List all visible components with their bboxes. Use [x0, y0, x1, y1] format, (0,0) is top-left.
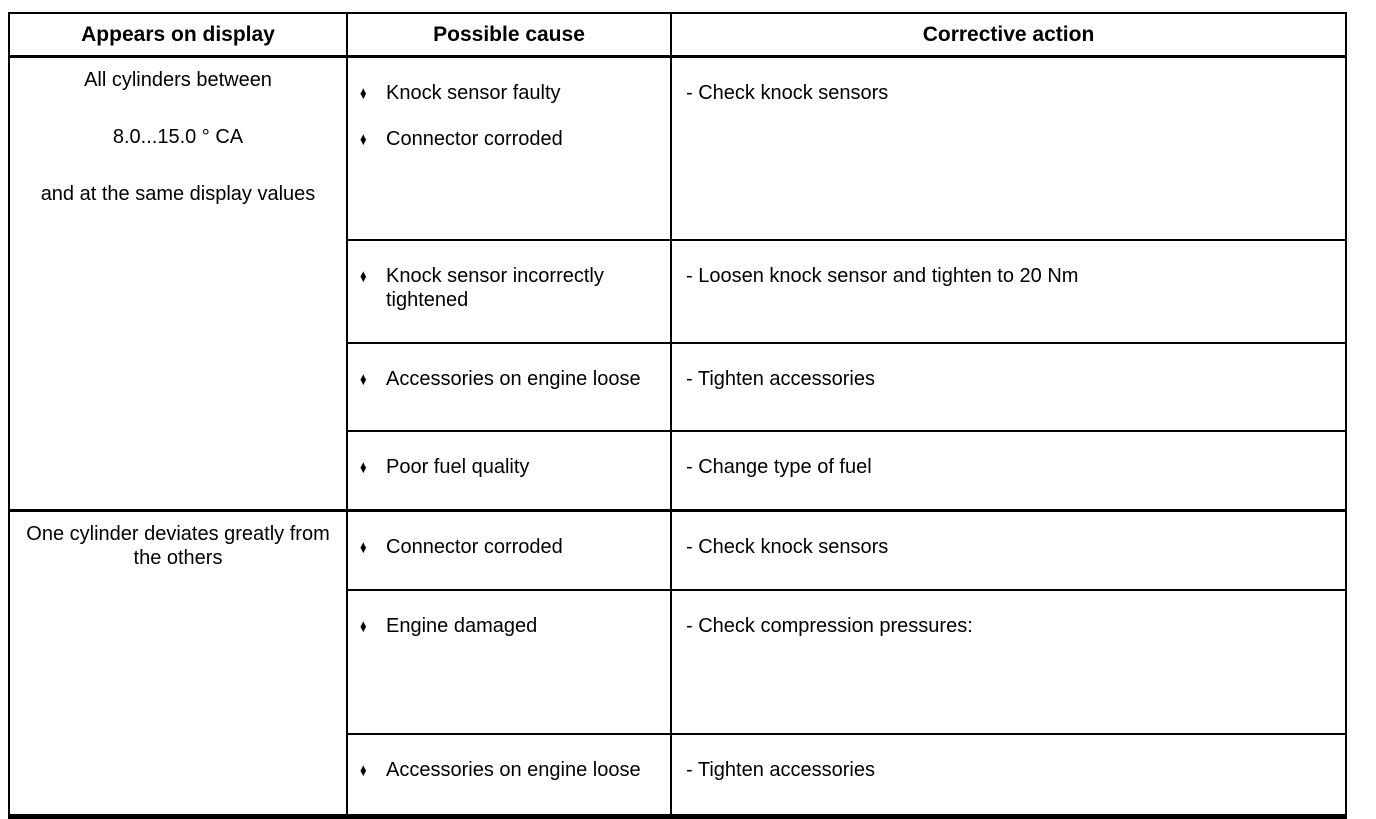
- display-line: All cylinders between: [84, 69, 272, 91]
- page: Appears on display Possible cause Correc…: [8, 12, 1347, 819]
- header-row: Appears on display Possible cause Correc…: [8, 12, 1347, 58]
- cause-cell: ♦ Knock sensor incorrectly tightened: [346, 238, 672, 344]
- display-line: 8.0...15.0 ° CA: [112, 126, 244, 148]
- cause-cell: ♦ Connector corroded: [346, 508, 672, 591]
- action-cell: - Change type of fuel: [670, 429, 1347, 511]
- action-cell: - Loosen knock sensor and tighten to 20 …: [670, 238, 1347, 344]
- action-cell: - Check knock sensors: [670, 55, 1347, 241]
- display-cell-all-cylinders: All cylinders between 8.0...15.0 ° CA an…: [8, 55, 348, 511]
- cause-item: ♦ Connector corroded: [360, 535, 662, 559]
- cause-item: ♦ Knock sensor faulty: [360, 81, 662, 105]
- cause-cell: ♦ Knock sensor faulty ♦ Connector corrod…: [346, 55, 672, 241]
- action-cell: - Tighten accessories: [670, 341, 1347, 432]
- display-line: One cylinder deviates greatly from the o…: [26, 522, 330, 569]
- cause-cell: ♦ Accessories on engine loose: [346, 341, 672, 432]
- bullet-icon: ♦: [360, 129, 367, 149]
- cause-cell: ♦ Poor fuel quality: [346, 429, 672, 511]
- cause-text: Poor fuel quality: [386, 455, 530, 478]
- cause-text: Knock sensor faulty: [386, 82, 561, 104]
- bullet-icon: ♦: [360, 265, 367, 286]
- column-header-possible-cause: Possible cause: [346, 12, 672, 58]
- action-cell: - Check knock sensors: [670, 508, 1347, 591]
- table-row: ♦ Engine damaged - Check compression pre…: [9, 588, 1347, 735]
- cause-item: ♦ Connector corroded: [360, 127, 662, 151]
- table-row: All cylinders between 8.0...15.0 ° CA an…: [8, 55, 1347, 511]
- bullet-icon: ♦: [360, 536, 367, 557]
- cause-item: ♦ Accessories on engine loose: [360, 758, 662, 782]
- cause-text: Accessories on engine loose: [386, 367, 641, 390]
- action-cell: - Check compression pressures:: [670, 588, 1347, 735]
- cause-cell: ♦ Engine damaged: [346, 588, 672, 735]
- display-cell-one-cylinder: One cylinder deviates greatly from the o…: [8, 508, 348, 818]
- bullet-icon: ♦: [360, 759, 367, 780]
- column-header-appears-on-display: Appears on display: [8, 12, 348, 58]
- cause-item: ♦ Knock sensor incorrectly tightened: [360, 264, 662, 312]
- bullet-icon: ♦: [360, 456, 367, 477]
- cause-item: ♦ Accessories on engine loose: [360, 367, 662, 391]
- cause-item: ♦ Poor fuel quality: [360, 455, 662, 479]
- bullet-icon: ♦: [360, 368, 367, 389]
- column-header-corrective-action: Corrective action: [670, 12, 1347, 58]
- bullet-icon: ♦: [360, 615, 367, 636]
- cause-item: ♦ Engine damaged: [360, 614, 662, 638]
- table-row: ♦ Knock sensor incorrectly tightened - L…: [9, 238, 1347, 344]
- bullet-icon: ♦: [360, 83, 367, 103]
- action-cell: - Tighten accessories: [670, 732, 1347, 818]
- table-row: One cylinder deviates greatly from the o…: [8, 508, 1347, 818]
- cause-text: Accessories on engine loose: [386, 758, 641, 781]
- cause-cell: ♦ Accessories on engine loose: [346, 732, 672, 818]
- troubleshooting-table: Appears on display Possible cause Correc…: [8, 12, 1347, 819]
- cause-text: Connector corroded: [386, 128, 563, 150]
- table-row: ♦ Accessories on engine loose - Tighten …: [9, 341, 1347, 432]
- cause-text: Knock sensor incorrectly tightened: [386, 264, 604, 311]
- display-line: and at the same display values: [40, 183, 316, 205]
- cause-text: Connector corroded: [386, 535, 563, 558]
- cause-text: Engine damaged: [386, 614, 538, 637]
- table-row: ♦ Poor fuel quality - Change type of fue…: [9, 429, 1347, 511]
